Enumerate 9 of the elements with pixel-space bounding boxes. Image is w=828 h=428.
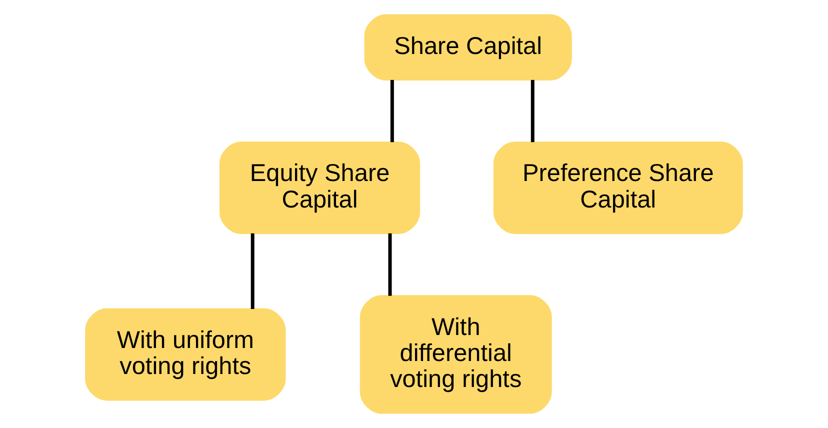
node-box: With uniform voting rights <box>85 308 286 401</box>
connector <box>390 80 394 142</box>
connector <box>530 80 534 142</box>
node-box: Share Capital <box>364 14 572 81</box>
connector <box>250 233 254 309</box>
connector <box>388 233 392 296</box>
node-box: With differential voting rights <box>360 295 552 414</box>
node-box: Equity Share Capital <box>219 142 420 234</box>
node-box: Preference Share Capital <box>493 142 743 234</box>
